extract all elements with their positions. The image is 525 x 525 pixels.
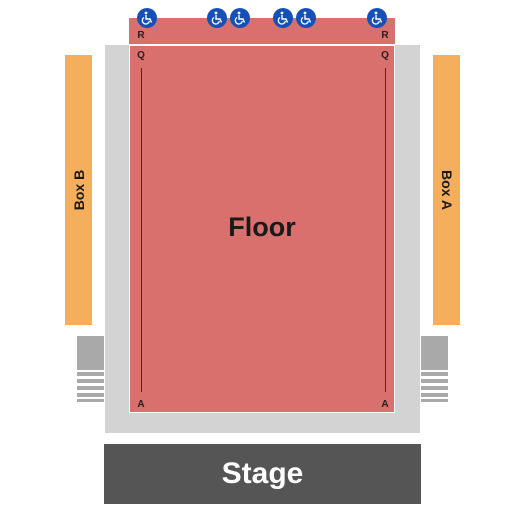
wheelchair-icon[interactable] <box>230 8 250 28</box>
section-box-a[interactable]: Box A <box>433 55 460 325</box>
stairs-right <box>421 336 448 402</box>
section-box-b[interactable]: Box B <box>65 55 92 325</box>
box-a-label: Box A <box>438 170 455 210</box>
section-top-rows[interactable] <box>129 18 395 44</box>
section-floor[interactable] <box>129 45 395 413</box>
row-divider-left <box>141 68 142 392</box>
row-label-q-left: Q <box>137 50 145 61</box>
row-label-r-right: R <box>381 30 389 41</box>
stairs-left <box>77 336 104 402</box>
wheelchair-icon[interactable] <box>273 8 293 28</box>
wheelchair-icon[interactable] <box>367 8 387 28</box>
stage-label: Stage <box>221 457 304 490</box>
wheelchair-icon[interactable] <box>296 8 316 28</box>
floor-label: Floor <box>228 212 296 242</box>
wheelchair-icon[interactable] <box>137 8 157 28</box>
box-b-label: Box B <box>70 169 87 211</box>
stage: Stage <box>104 444 421 504</box>
row-label-q-right: Q <box>381 50 389 61</box>
row-label-a-left: A <box>137 399 145 410</box>
row-label-a-right: A <box>381 399 389 410</box>
wheelchair-icon[interactable] <box>207 8 227 28</box>
row-label-r-left: R <box>137 30 145 41</box>
row-divider-right <box>385 68 386 392</box>
